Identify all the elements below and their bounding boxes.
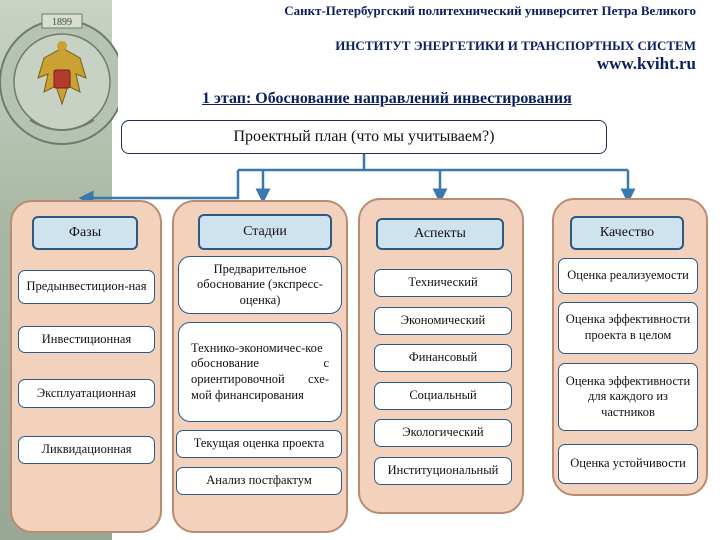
- institute-name: ИНСТИТУТ ЭНЕРГЕТИКИ И ТРАНСПОРТНЫХ СИСТЕ…: [335, 38, 696, 53]
- quality-item: Оценка эффективности для каждого из част…: [558, 363, 698, 431]
- phase-item: Эксплуатационная: [18, 379, 155, 408]
- aspects-header: Аспекты: [376, 218, 504, 250]
- stage-item: Технико-экономичес-кое обоснование с ори…: [178, 322, 342, 422]
- aspect-item: Финансовый: [374, 344, 512, 372]
- phases-header: Фазы: [32, 216, 138, 250]
- phase-item: Инвестиционная: [18, 326, 155, 353]
- aspect-item: Технический: [374, 269, 512, 297]
- stages-header: Стадии: [198, 214, 332, 250]
- phase-item: Ликвидационная: [18, 436, 155, 464]
- stage-item: Текущая оценка проекта: [176, 430, 342, 458]
- website-link[interactable]: www.kviht.ru: [596, 54, 696, 73]
- project-plan-box: Проектный план (что мы учитываем?): [121, 120, 607, 154]
- phase-item: Предынвестицион-ная: [18, 270, 155, 304]
- university-name: Санкт-Петербургский политехнический унив…: [284, 3, 696, 18]
- university-seal: 1899: [0, 13, 118, 145]
- stage-item: Анализ постфактум: [176, 467, 342, 495]
- slide-title: 1 этап: Обоснование направлений инвестир…: [202, 90, 572, 107]
- svg-text:1899: 1899: [52, 17, 72, 28]
- aspect-item: Экологический: [374, 419, 512, 447]
- quality-header: Качество: [570, 216, 684, 250]
- quality-item: Оценка реализуемости: [558, 258, 698, 294]
- aspect-item: Институциональный: [374, 457, 512, 485]
- quality-item: Оценка эффективности проекта в целом: [558, 302, 698, 354]
- phases-column: [10, 200, 162, 533]
- stage-item: Предварительное обоснование (экспресс-оц…: [178, 256, 342, 314]
- aspect-item: Социальный: [374, 382, 512, 410]
- aspect-item: Экономический: [374, 307, 512, 335]
- quality-item: Оценка устойчивости: [558, 444, 698, 484]
